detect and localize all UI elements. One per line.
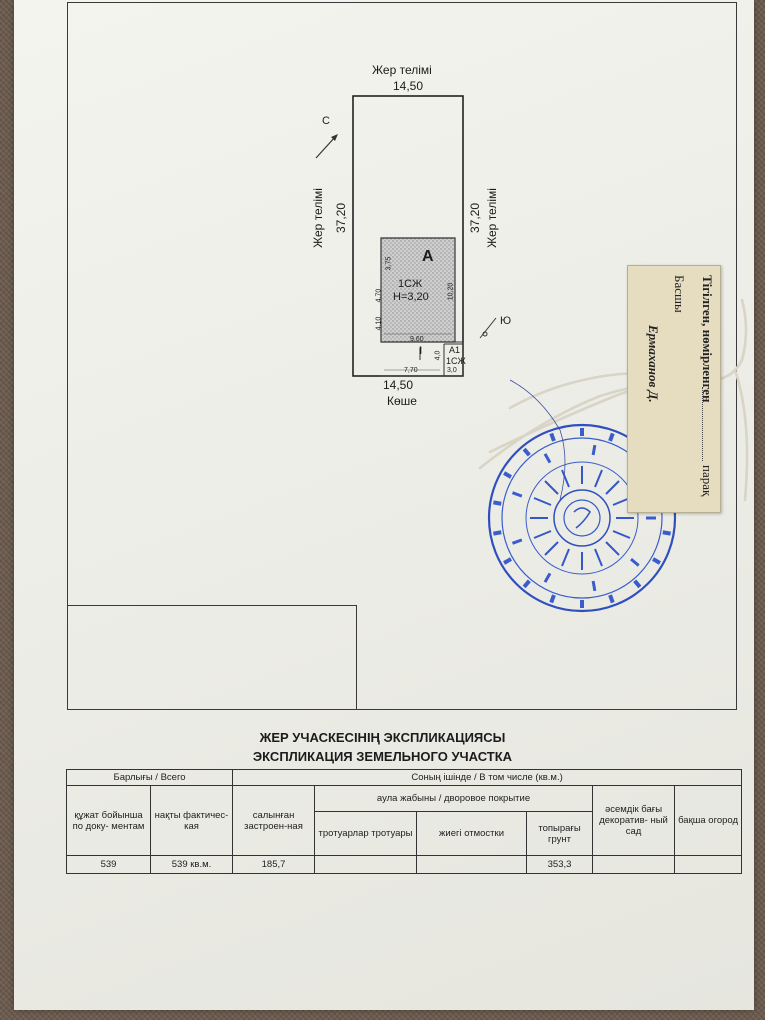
value-by-docs: 539 — [66, 855, 151, 874]
header-built: салынған застроен-ная — [232, 785, 316, 856]
south-marker-dot — [482, 331, 488, 337]
dim-bottom-left: 7,70 — [404, 367, 418, 374]
left-neighbor-label: Жер телімі — [311, 188, 325, 248]
header-including: Соның ішінде / В том числе (кв.м.) — [232, 769, 743, 786]
drawing-frame — [67, 2, 737, 710]
pen-signature — [509, 379, 566, 501]
drawing-inset-box — [67, 605, 357, 710]
note-line2: Басшы — [672, 275, 687, 313]
north-marker-label: С — [322, 115, 330, 127]
annex-use: 1СЖ — [446, 356, 466, 366]
note-fill-line — [702, 387, 703, 461]
street-label: Көше — [387, 394, 417, 408]
note-line1: Тігілген, нөмірленген — [700, 275, 715, 403]
right-neighbor-label: Жер телімі — [485, 188, 499, 248]
value-orchard — [592, 855, 676, 874]
dim-inner-width: 9,60 — [410, 336, 424, 343]
value-garden — [674, 855, 743, 874]
building-use: 1СЖ — [398, 278, 423, 290]
value-sidewalk — [314, 855, 418, 874]
header-soil: топырағы грунт — [526, 811, 594, 856]
header-garden: бақша огород — [674, 785, 743, 856]
dim-small-vertical: 4,0 — [434, 350, 442, 361]
header-by-docs: құжат бойынша по доку- ментам — [66, 785, 151, 856]
header-actual: нақты фактичес-кая — [149, 785, 234, 856]
value-soil: 353,3 — [526, 855, 594, 874]
header-total: Барлығы / Всего — [65, 769, 234, 786]
building-letter: А — [422, 248, 434, 265]
explication-table: Барлығы / Всего Соның ішінде / В том чис… — [65, 769, 743, 874]
left-length-label: 37,20 — [334, 202, 348, 234]
binding-note: Тігілген, нөмірленген парақ Басшы Ермаха… — [627, 265, 721, 513]
value-blind-area — [416, 855, 528, 874]
dim-left-bottom: 4,10 — [375, 316, 383, 331]
note-line3: Ермаханов Д. — [646, 325, 661, 403]
right-length-label: 37,20 — [468, 202, 482, 234]
header-orchard: әсемдік бағы декоратив- ный сад — [592, 785, 676, 856]
bottom-width-label: 14,50 — [383, 378, 414, 392]
official-seal — [487, 423, 677, 613]
annex-letter: А1 — [449, 345, 461, 355]
explication-title-ru: ЭКСПЛИКАЦИЯ ЗЕМЕЛЬНОГО УЧАСТКА — [252, 749, 513, 764]
dim-left-top: 4,70 — [375, 288, 383, 303]
south-marker-label: Ю — [500, 315, 512, 327]
dim-right: 10,20 — [447, 282, 455, 301]
dim-bottom-right: 3,0 — [447, 367, 457, 374]
header-yard: аула жабыны / дворовое покрытие — [314, 785, 594, 812]
top-neighbor-label: Жер телімі — [372, 63, 432, 77]
explication-title-kz: ЖЕР УЧАСКЕСІНІҢ ЭКСПЛИКАЦИЯСЫ — [259, 730, 506, 745]
dim-top-small: 3,75 — [385, 256, 393, 271]
value-actual: 539 кв.м. — [149, 855, 234, 874]
header-sidewalk: тротуарлар тротуары — [314, 811, 418, 856]
north-arrow-line — [315, 135, 337, 159]
annex-roman: I — [419, 345, 423, 357]
top-width-label: 14,50 — [393, 79, 424, 93]
value-built: 185,7 — [232, 855, 316, 874]
note-line1-suffix: парақ — [700, 465, 715, 497]
building-height: Н=3,20 — [393, 291, 429, 303]
building-annex — [381, 341, 464, 377]
south-marker-line — [479, 317, 497, 339]
header-blind-area: жиегі отмостки — [416, 811, 528, 856]
north-arrow-head — [331, 134, 338, 141]
